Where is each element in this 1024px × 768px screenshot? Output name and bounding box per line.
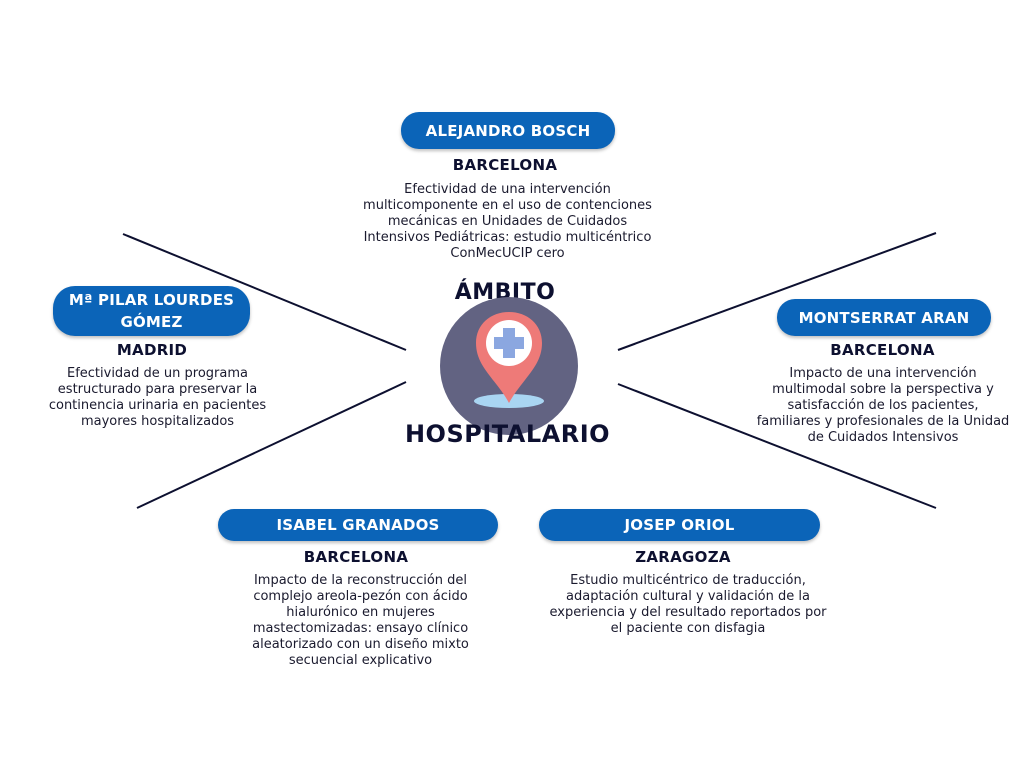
node-name-pill-bottom-right: JOSEP ORIOL: [539, 509, 820, 541]
node-description-left: Efectividad de un programa estructurado …: [48, 366, 267, 429]
node-city-right: BARCELONA: [830, 341, 935, 359]
node-city-left: MADRID: [116, 341, 188, 359]
node-description-bottom-right: Estudio multicéntrico de traducción, ada…: [549, 573, 827, 636]
connector-line-bottom-left: [136, 381, 407, 509]
hospital-location-pin-icon: [440, 297, 578, 435]
node-description-top: Efectividad de una intervención multicom…: [363, 182, 652, 261]
node-city-bottom-right: ZARAGOZA: [635, 548, 731, 566]
node-city-bottom-left: BARCELONA: [303, 548, 409, 566]
center-title-bottom: HOSPITALARIO: [404, 420, 611, 448]
node-name-pill-right: MONTSERRAT ARAN: [777, 299, 991, 336]
node-name-pill-left: Mª PILAR LOURDES GÓMEZ: [53, 286, 250, 336]
node-name-pill-bottom-left: ISABEL GRANADOS: [218, 509, 498, 541]
connector-line-top-left: [122, 233, 407, 351]
connector-line-bottom-right: [617, 383, 937, 509]
connector-line-top-right: [617, 232, 937, 351]
node-description-bottom-left: Impacto de la reconstrucción del complej…: [252, 573, 469, 668]
node-city-top: BARCELONA: [452, 156, 558, 174]
node-description-right: Impacto de una intervención multimodal s…: [756, 366, 1010, 445]
node-name-pill-top: ALEJANDRO BOSCH: [401, 112, 615, 149]
